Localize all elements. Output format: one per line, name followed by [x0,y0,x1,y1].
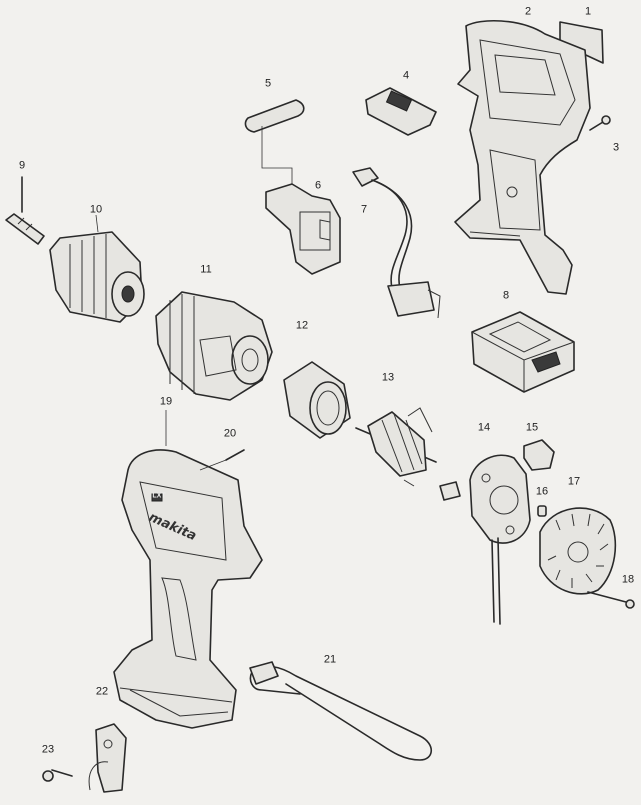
part-11-gear-assembly [155,291,273,401]
part-2-housing-half [454,19,591,295]
part-19-main-housing: makita [113,410,263,729]
callout-12: 12 [295,319,309,332]
part-1-nameplate [559,21,604,64]
part-17-rear-cover [539,507,617,595]
callout-11: 11 [200,263,212,276]
part-10-chuck [49,214,145,323]
part-23-screw [42,769,73,782]
callout-2: 2 [524,5,532,18]
callout-18: 18 [621,573,635,586]
callout-14: 14 [477,421,491,434]
callout-17: 17 [567,475,581,488]
callout-13: 13 [381,371,395,384]
callout-5: 5 [264,77,272,90]
callout-20: 20 [223,427,237,440]
part-14-baffle [439,454,531,625]
callout-9: 9 [18,159,26,172]
callout-23: 23 [41,743,55,756]
part-22-belt-hook [88,723,127,793]
part-6-switch-unit [265,183,341,275]
part-13-rotor [355,407,437,487]
callout-3: 3 [612,141,620,154]
callout-4: 4 [402,69,410,82]
part-16-pin [537,505,547,517]
callout-16: 16 [535,485,549,498]
part-7-lead-wire [352,167,441,319]
callout-7: 7 [360,203,368,216]
part-3-screw [589,115,611,131]
part-9-screw [5,176,45,245]
callout-15: 15 [525,421,539,434]
part-4-switch [365,87,437,136]
part-5-lever [244,99,305,133]
callout-19: 19 [159,395,173,408]
part-20-pin [199,449,245,471]
callout-21: 21 [323,653,337,666]
part-12-magnet [283,361,351,439]
lxt-badge: LXT [152,492,166,500]
part-15-clip [523,439,555,471]
callout-8: 8 [502,289,510,302]
callout-6: 6 [314,179,322,192]
part-21-strap [249,661,433,761]
part-8-controller [471,311,575,393]
callout-10: 10 [89,203,103,216]
part-18-screw [587,591,635,609]
callout-22: 22 [95,685,109,698]
callout-1: 1 [584,5,592,18]
